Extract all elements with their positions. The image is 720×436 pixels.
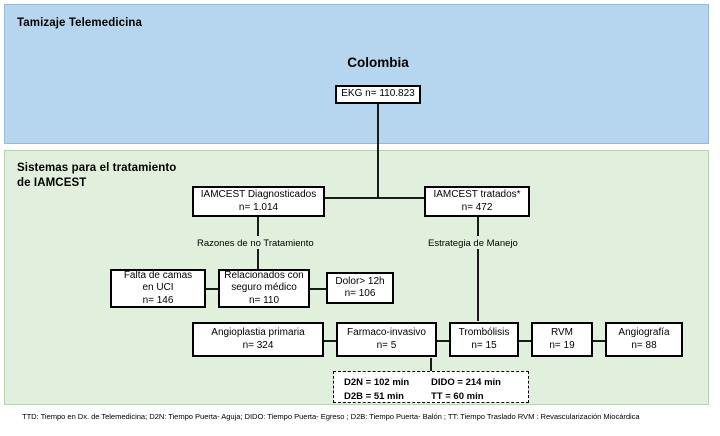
node-trombolisis[interactable]: Trombólisis n= 15 [449,322,519,357]
node-seguro-line1: Relacionados con [224,269,304,281]
node-angiografia-line1: Angiografía [618,327,670,338]
panel-title-tamizaje: Tamizaje Telemedicina [17,17,143,29]
metric-dido: DIDO = 214 min [431,377,501,388]
node-seguro-line2: seguro médico [231,282,297,294]
node-relacionados-seguro-medico[interactable]: Relacionados con seguro médico n= 110 [218,269,310,308]
node-angiografia[interactable]: Angiografía n= 88 [605,322,683,357]
metrics-row-1: D2N = 102 min DIDO = 214 min [344,376,518,390]
node-trombolisis-line2: n= 15 [471,339,497,351]
node-angioplastia-primaria[interactable]: Angioplastia primaria n= 324 [192,322,324,357]
node-seguro-line3: n= 110 [248,294,280,306]
connector-farmaco-trombolisis [437,340,449,342]
node-farmaco-line2: n= 5 [376,339,397,351]
footnote-legend: TTD: Tiempo en Dx. de Telemedicina; D2N:… [22,412,640,421]
connector-diagnosticados-down [257,216,259,236]
connector-split-horizontal [325,197,425,199]
node-falta-de-camas-uci[interactable]: Falta de camas en UCI n= 146 [110,269,206,308]
connector-camas-seguro [206,288,218,290]
connector-tratados-down [477,216,479,236]
node-farmaco-line1: Farmaco-invasivo [347,327,426,338]
country-title: Colombia [347,55,409,70]
metrics-row-2: D2B = 51 min TT = 60 min [344,390,518,404]
node-falta-camas-line2: en UCI [142,282,174,294]
connector-estrategia-to-trombolisis [477,249,479,321]
node-farmaco-invasivo[interactable]: Farmaco-invasivo n= 5 [336,322,437,357]
node-angiografia-line2: n= 88 [631,339,657,351]
node-diagnosticados-line2: n= 1.014 [238,201,279,213]
node-trombolisis-line1: Trombólisis [458,327,510,338]
node-rvm-line2: n= 19 [549,339,575,351]
node-tratados-line2: n= 472 [461,201,493,213]
node-iamcest-diagnosticados[interactable]: IAMCEST Diagnosticados n= 1.014 [192,186,325,217]
node-dolor-line2: n= 106 [344,288,376,299]
node-rvm[interactable]: RVM n= 19 [531,322,593,357]
node-diagnosticados-line1: IAMCEST Diagnosticados [200,189,317,200]
metrics-box: D2N = 102 min DIDO = 214 min D2B = 51 mi… [333,371,529,403]
panel-tamizaje-telemedicina: Tamizaje Telemedicina [4,4,709,144]
label-razones-no-tratamiento: Razones de no Tratamiento [197,238,314,249]
connector-seguro-dolor [310,288,326,290]
node-angioplastia-line1: Angioplastia primaria [211,327,305,338]
node-falta-camas-line1: Falta de camas [123,269,193,281]
metric-d2n: D2N = 102 min [344,377,410,388]
node-rvm-line1: RVM [550,327,574,338]
node-ekg-line1: EKG n= 110.823 [341,88,415,100]
metric-d2b: D2B = 51 min [344,391,404,402]
connector-angioplastia-farmaco [324,340,336,342]
connector-trombolisis-rvm [519,340,531,342]
node-iamcest-tratados[interactable]: IAMCEST tratados* n= 472 [424,186,530,217]
connector-razones-to-seguro [257,249,259,271]
metric-tt: TT = 60 min [431,391,484,402]
node-dolor-line1: Dolor> 12h [335,275,385,287]
connector-ekg-to-split [377,103,379,197]
node-falta-camas-line3: n= 146 [142,294,174,306]
connector-bottomrow-to-metrics [430,358,432,372]
label-estrategia-de-manejo: Estrategia de Manejo [428,238,518,249]
node-ekg[interactable]: EKG n= 110.823 [335,85,421,104]
node-dolor-mayor-12h[interactable]: Dolor> 12h n= 106 [326,272,394,304]
node-tratados-line1: IAMCEST tratados* [433,189,521,200]
node-angioplastia-line2: n= 324 [242,339,274,351]
panel-title-sistemas: Sistemas para el tratamiento de IAMCEST [17,162,177,189]
connector-rvm-angiografia [593,340,605,342]
